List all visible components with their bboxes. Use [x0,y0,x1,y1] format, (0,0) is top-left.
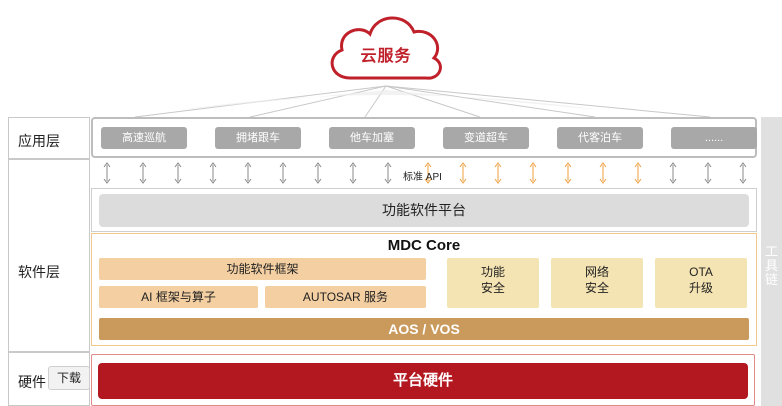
app-item-valet-parking: 代客泊车 [557,127,643,149]
api-arrow-icon [669,162,677,184]
mdc-core-box: MDC Core 功能软件框架 AI 框架与算子 AUTOSAR 服务 功能 安… [91,233,757,346]
platform-hardware-bar: 平台硬件 [98,363,748,399]
api-arrow-icon [599,162,607,184]
api-arrow-icon [139,162,147,184]
app-item-traffic-follow: 拥堵跟车 [215,127,301,149]
platform-box: 功能软件平台 [91,188,757,232]
app-layer-box: 高速巡航 拥堵跟车 他车加塞 变道超车 代客泊车 ...... [91,117,757,158]
api-arrow-icon [564,162,572,184]
api-arrow-icon [103,162,111,184]
app-item-cut-in: 他车加塞 [329,127,415,149]
api-arrow-icon [634,162,642,184]
network-security-line2: 安全 [584,281,609,295]
ota-upgrade-line1: OTA [689,265,713,279]
network-security-line1: 网络 [584,265,609,279]
toolchain-label: 工具链 [765,244,779,287]
function-software-framework: 功能软件框架 [99,258,426,280]
layer-cell-app [8,117,90,159]
function-software-platform: 功能软件平台 [99,194,749,227]
api-arrow-icon [424,162,432,184]
functional-safety-line1: 功能 [480,265,505,279]
api-arrow-icon [349,162,357,184]
app-item-more: ...... [671,127,757,149]
api-arrow-icon [244,162,252,184]
api-arrow-icon [279,162,287,184]
standard-api-label: 标准 API [403,172,442,183]
api-arrow-icon [739,162,747,184]
api-arrow-icon [459,162,467,184]
layer-cell-software [8,159,90,352]
cloud-icon [330,16,442,80]
hardware-layer-label: 硬件 [18,374,46,390]
software-layer-label: 软件层 [18,264,60,280]
app-layer-label: 应用层 [18,133,60,149]
api-arrow-icon [384,162,392,184]
api-arrow-icon [704,162,712,184]
api-arrow-icon [209,162,217,184]
autosar-service: AUTOSAR 服务 [265,286,426,308]
functional-safety-line2: 安全 [480,281,505,295]
api-arrow-icon [314,162,322,184]
ota-upgrade: OTA 升级 [655,258,747,308]
app-item-lane-change: 变道超车 [443,127,529,149]
api-arrow-icon [174,162,182,184]
ota-upgrade-line2: 升级 [688,281,713,295]
toolchain-sidebar: 工具链 [761,117,782,406]
hardware-box: 平台硬件 [91,354,755,406]
api-arrow-icon [494,162,502,184]
app-item-highway-cruise: 高速巡航 [101,127,187,149]
aos-vos-bar: AOS / VOS [99,318,749,340]
api-arrow-icon [529,162,537,184]
cloud-service-label: 云服务 [360,48,412,65]
download-tooltip[interactable]: 下载 [48,366,90,390]
functional-safety: 功能 安全 [447,258,539,308]
ai-framework-operators: AI 框架与算子 [99,286,258,308]
network-security: 网络 安全 [551,258,643,308]
mdc-core-title: MDC Core [387,237,461,254]
